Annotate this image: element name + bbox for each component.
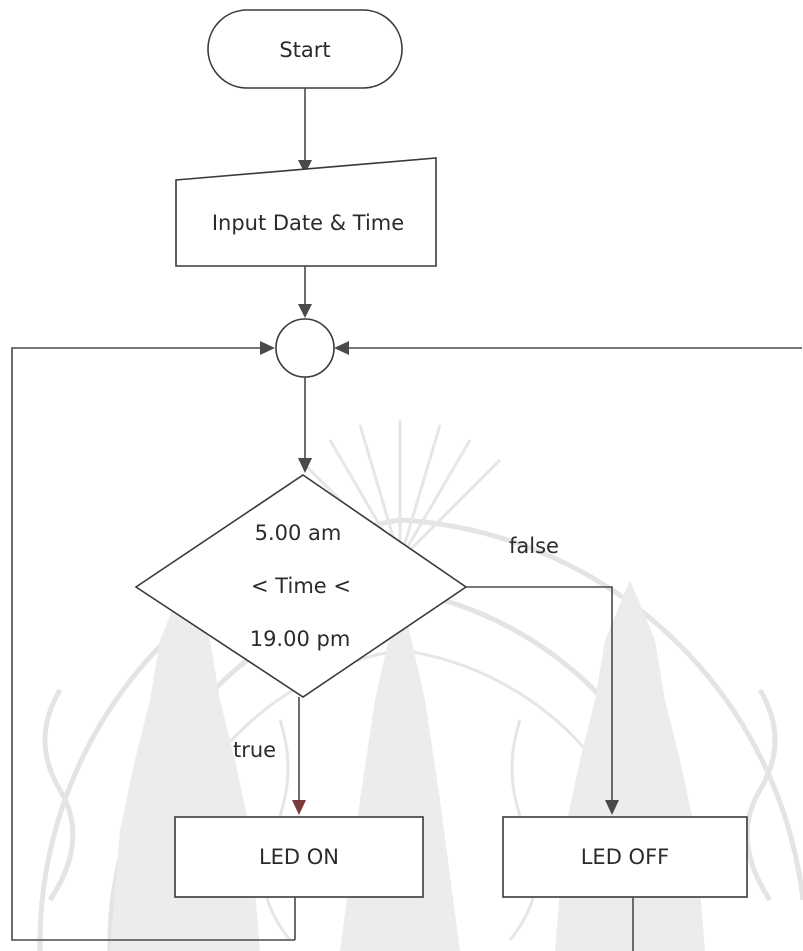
merge-connector — [276, 319, 334, 377]
input-label: Input Date & Time — [212, 211, 404, 235]
decision-line1: 5.00 am — [255, 521, 342, 545]
led-on-box: LED ON — [175, 817, 423, 897]
false-label: false — [509, 534, 559, 558]
decision-line3: 19.00 pm — [250, 627, 351, 651]
led-off-label: LED OFF — [581, 845, 670, 869]
true-label: true — [233, 738, 276, 762]
input-date-time-box: Input Date & Time — [176, 158, 436, 266]
true-branch: true — [233, 697, 306, 815]
start-terminator: Start — [208, 10, 402, 88]
connector-start-to-input — [298, 88, 312, 174]
connector-merge-to-decision — [298, 377, 312, 473]
led-on-label: LED ON — [259, 845, 339, 869]
loop-back-right — [334, 341, 802, 355]
connector-input-to-merge — [298, 266, 312, 318]
led-off-box: LED OFF — [503, 817, 747, 897]
start-label: Start — [279, 38, 330, 62]
decision-line2: < Time < — [251, 574, 351, 598]
